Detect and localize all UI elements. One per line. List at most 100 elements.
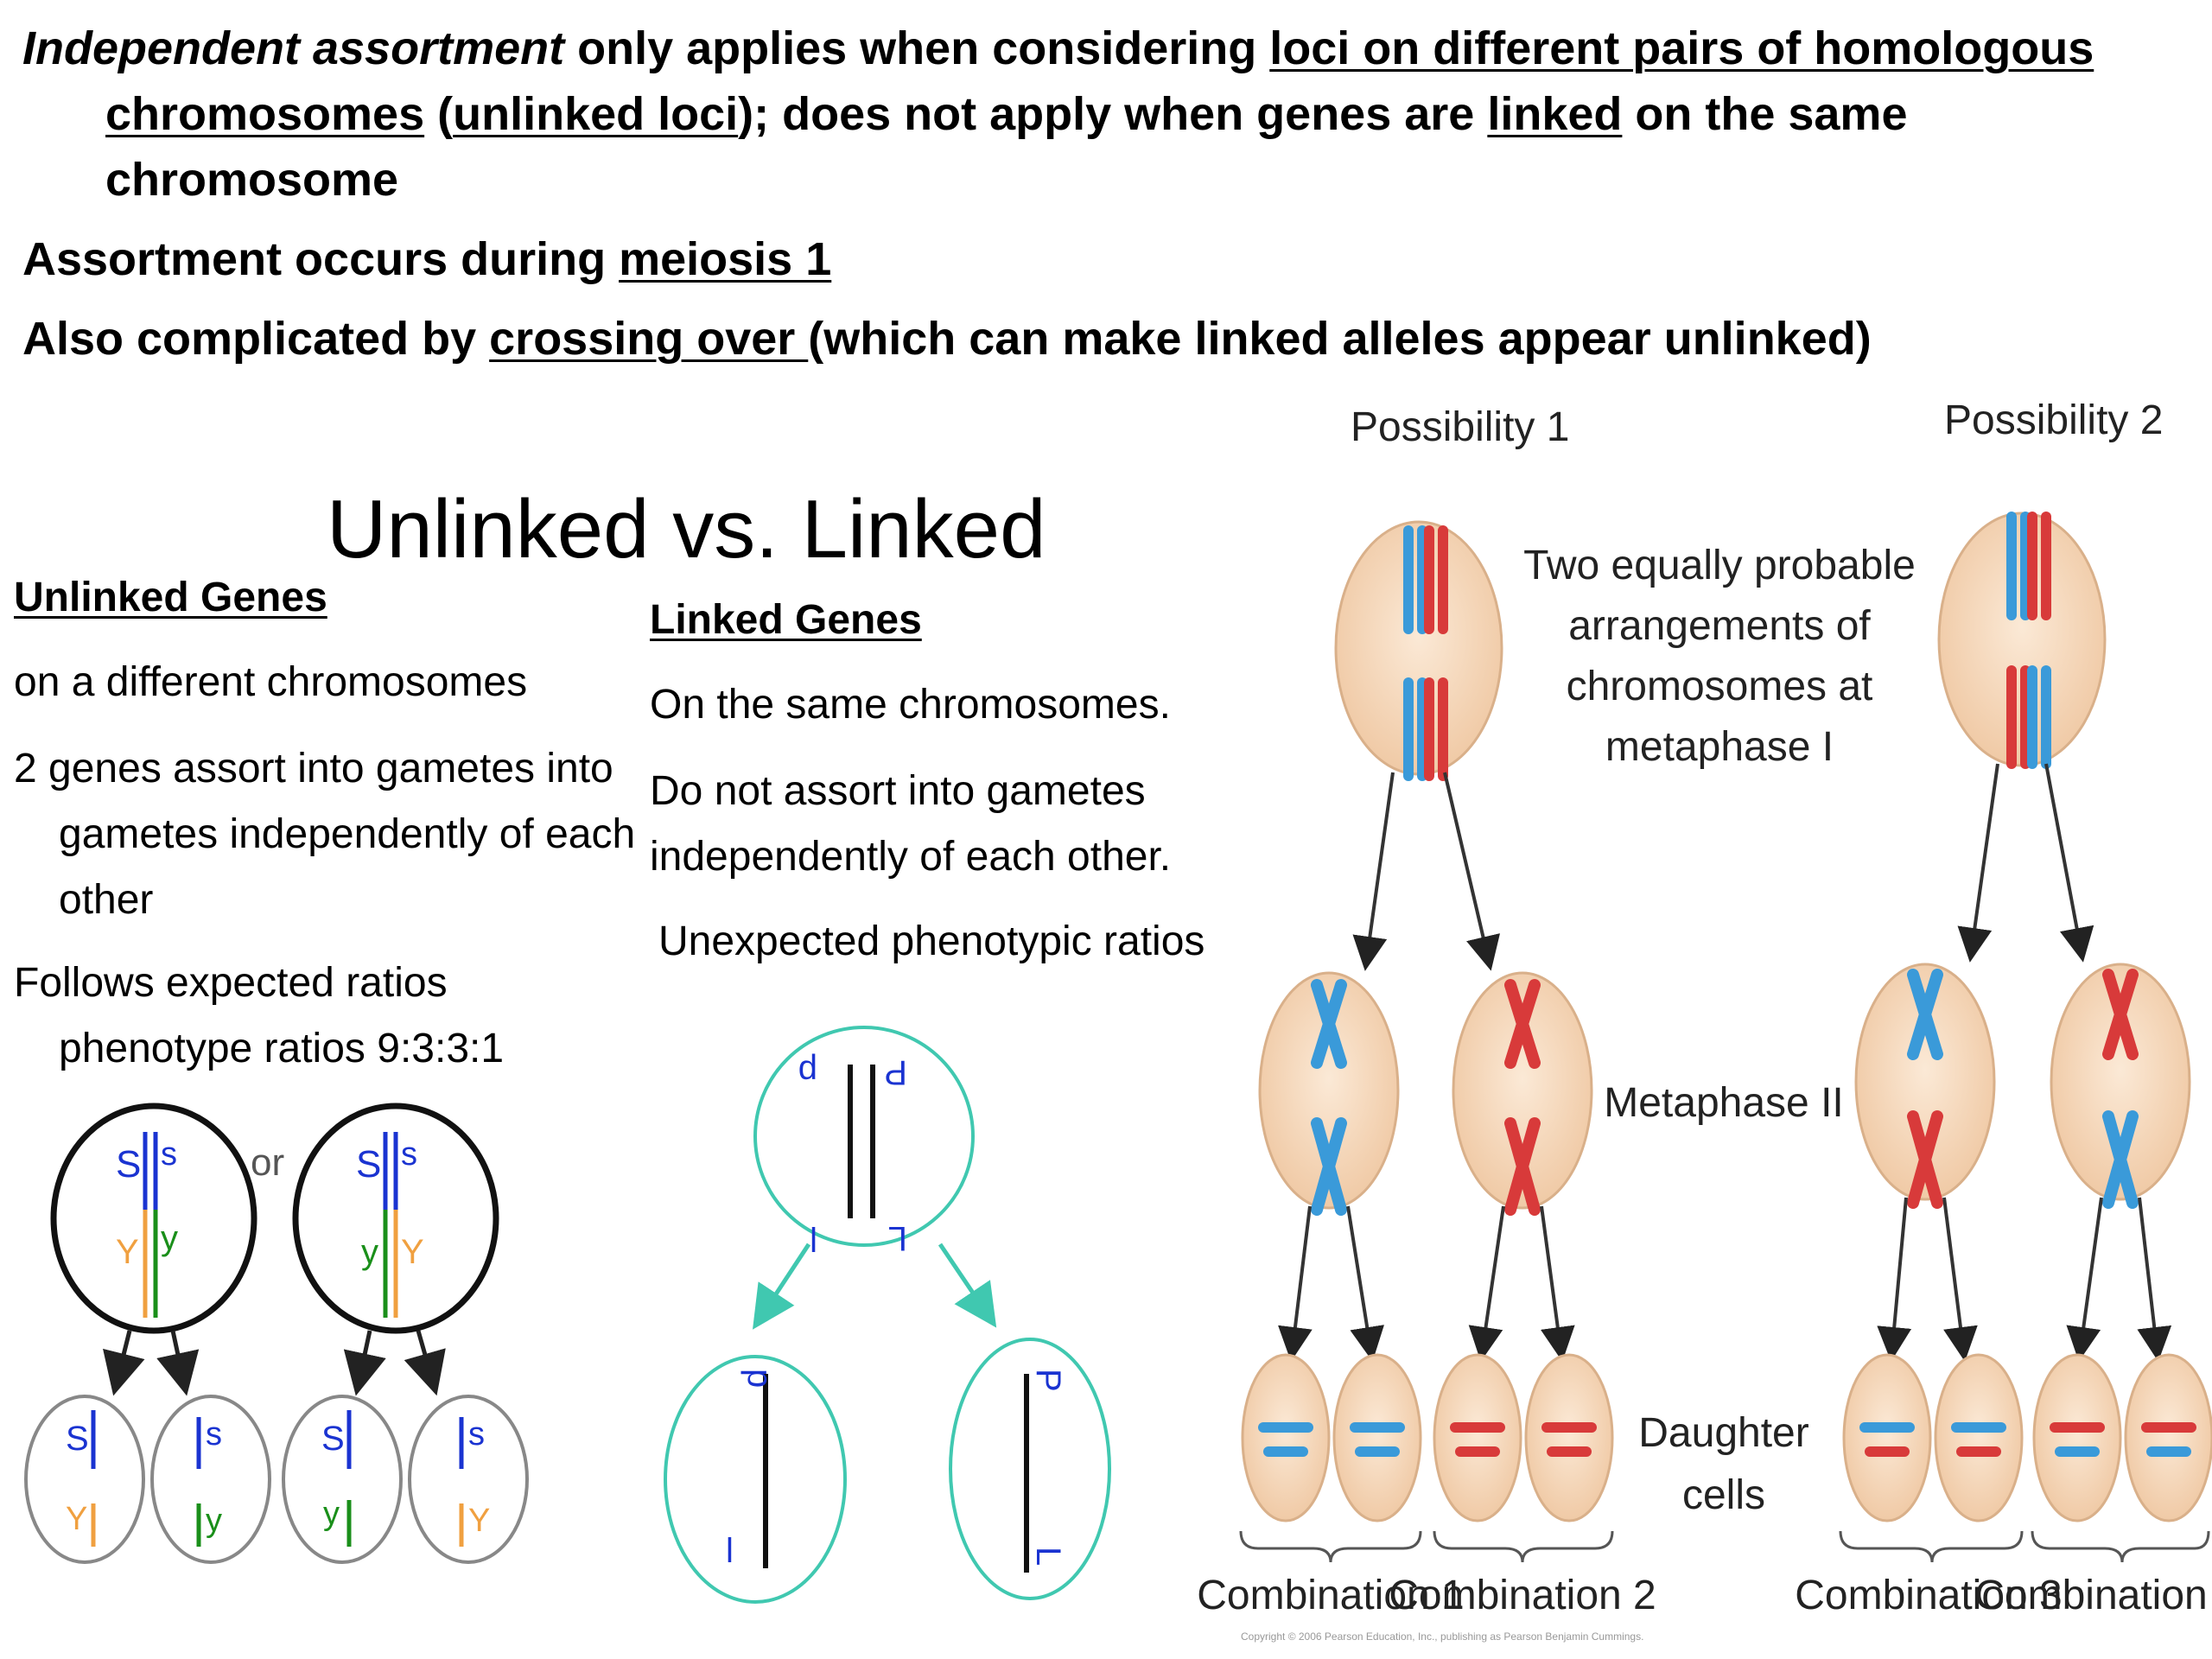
allele-label: y [161,1219,178,1257]
parent-cell-2 [292,1103,499,1334]
allele-label: S [356,1143,381,1185]
allele-label: s [401,1136,417,1173]
allele-label: y [206,1503,222,1539]
unlinked-line: phenotype ratios 9:3:3:1 [59,1026,505,1071]
bullet-meiosis: Assortment occurs during meiosis 1 [22,226,831,292]
unlinked-heading: Unlinked Genes [14,575,327,620]
daughter-cells-label: cells [1682,1472,1765,1518]
allele-label: y [323,1496,340,1532]
bullet-text: ( [424,88,454,140]
metaphase-2-cell [1258,971,1400,1210]
possibility-2-label: Possibility 2 [1944,397,2163,443]
bullet-text: (which can make linked alleles appear un… [808,313,1872,365]
bullet-text: only applies when considering [564,22,1270,74]
combination-braces [1239,1530,2210,1563]
possibility-1-label: Possibility 1 [1351,404,1569,450]
daughter-cells-label: Daughter [1638,1410,1808,1456]
metaphase-2-cell [2050,963,2191,1201]
or-label: or [251,1141,284,1184]
arrangement-label: chromosomes at [1567,664,1873,709]
combination-label: Combination 2 [1389,1573,1656,1618]
linked-gamete-cell [949,1338,1111,1600]
daughter-chromosomes [1258,1422,2196,1457]
bullet-text: Also complicated by [22,313,490,365]
copyright-note: Copyright © 2006 Pearson Education, Inc.… [1241,1630,1643,1643]
combination-label: Combination 4 [1974,1573,2212,1618]
gamete-cell [150,1395,271,1564]
allele-label: L [1029,1547,1067,1566]
allele-label: p [741,1369,779,1388]
gamete-cell [24,1395,145,1564]
allele-label: s [206,1416,222,1452]
arrow [753,1243,811,1330]
allele-label: P [884,1053,907,1091]
allele-label: Y [401,1233,424,1271]
unlinked-line: 2 genes assort into gametes into [14,746,613,791]
metaphase-2-cell [1854,963,1996,1201]
text-independent-assortment-italic: Independent assortment [22,22,565,74]
arrow [404,1330,446,1396]
bullet-text: on the same [1622,88,1908,140]
metaphase-2-cell [1452,971,1593,1210]
linked-heading: Linked Genes [650,597,922,643]
unlinked-line: on a different chromosomes [14,659,528,705]
allele-label: P [1029,1369,1067,1392]
linked-line: On the same chromosomes. [650,682,1171,728]
bullet-text: chromosome [105,154,399,206]
arrow [938,1243,997,1328]
allele-label: S [66,1420,89,1458]
arrow [103,1330,145,1396]
bullet-underlined-text: meiosis 1 [619,233,832,285]
allele-label: s [161,1136,177,1173]
combination-label: Combination 3 [1795,1573,2063,1618]
linked-line: Unexpected phenotypic ratios [658,918,1205,964]
arrows-to-metaphase-2 [1352,763,2094,971]
arrangement-label: arrangements of [1568,603,1871,649]
bullet-underlined-text: linked [1487,88,1623,140]
parent-cell-1 [50,1103,257,1334]
allele-label: p [798,1053,817,1091]
allele-label: Y [468,1503,490,1539]
bullet-underlined-text: crossing over [489,313,809,365]
bullet-text: ); does not apply when genes are [738,88,1488,140]
arrow [156,1330,200,1396]
unlinked-line: other [59,877,154,923]
linked-line: independently of each other. [650,834,1172,880]
metaphase-2-label: Metaphase II [1604,1080,1844,1126]
allele-label: l [726,1532,734,1570]
unlinked-line: gametes independently of each [59,811,636,857]
linked-line: Do not assort into gametes [650,768,1146,814]
allele-label: y [361,1233,378,1271]
gamete-cell [408,1395,529,1564]
allele-label: s [468,1416,485,1452]
metaphase-2-chromosomes [1311,969,2139,1216]
allele-label: Y [66,1501,87,1537]
allele-label: L [888,1219,907,1257]
figure-title: Unlinked vs. Linked [327,483,1046,575]
combination-label: Combination 1 [1197,1573,1465,1618]
daughter-cells [1241,1353,2212,1522]
bullet-underlined-text: unlinked loci [453,88,739,140]
bullet-underlined-text: chromosomes [105,88,425,140]
linked-gamete-cell [664,1355,847,1604]
gamete-cell [282,1395,403,1564]
arrangement-label: Two equally probable [1523,543,1916,588]
allele-label: S [321,1420,345,1458]
allele-label: Y [116,1233,139,1271]
bullet-independent-assortment: Independent assortment only applies when… [22,16,2094,213]
chromosomes-possibility-1 [1403,525,1448,781]
allele-label: S [116,1143,141,1185]
bullet-crossing-over: Also complicated by crossing over (which… [22,306,1872,372]
chromosomes-possibility-2 [2006,512,2051,769]
arrangement-label: metaphase I [1605,724,1834,770]
linked-parent-cell [753,1026,975,1247]
unlinked-line: Follows expected ratios [14,960,448,1006]
bullet-text: Assortment occurs during [22,233,620,285]
arrow [343,1330,386,1396]
bullet-underlined-text: loci on different pairs of homologous [1269,22,2094,74]
allele-label: l [810,1219,817,1257]
arrows-to-daughter-cells [1278,1197,2172,1362]
